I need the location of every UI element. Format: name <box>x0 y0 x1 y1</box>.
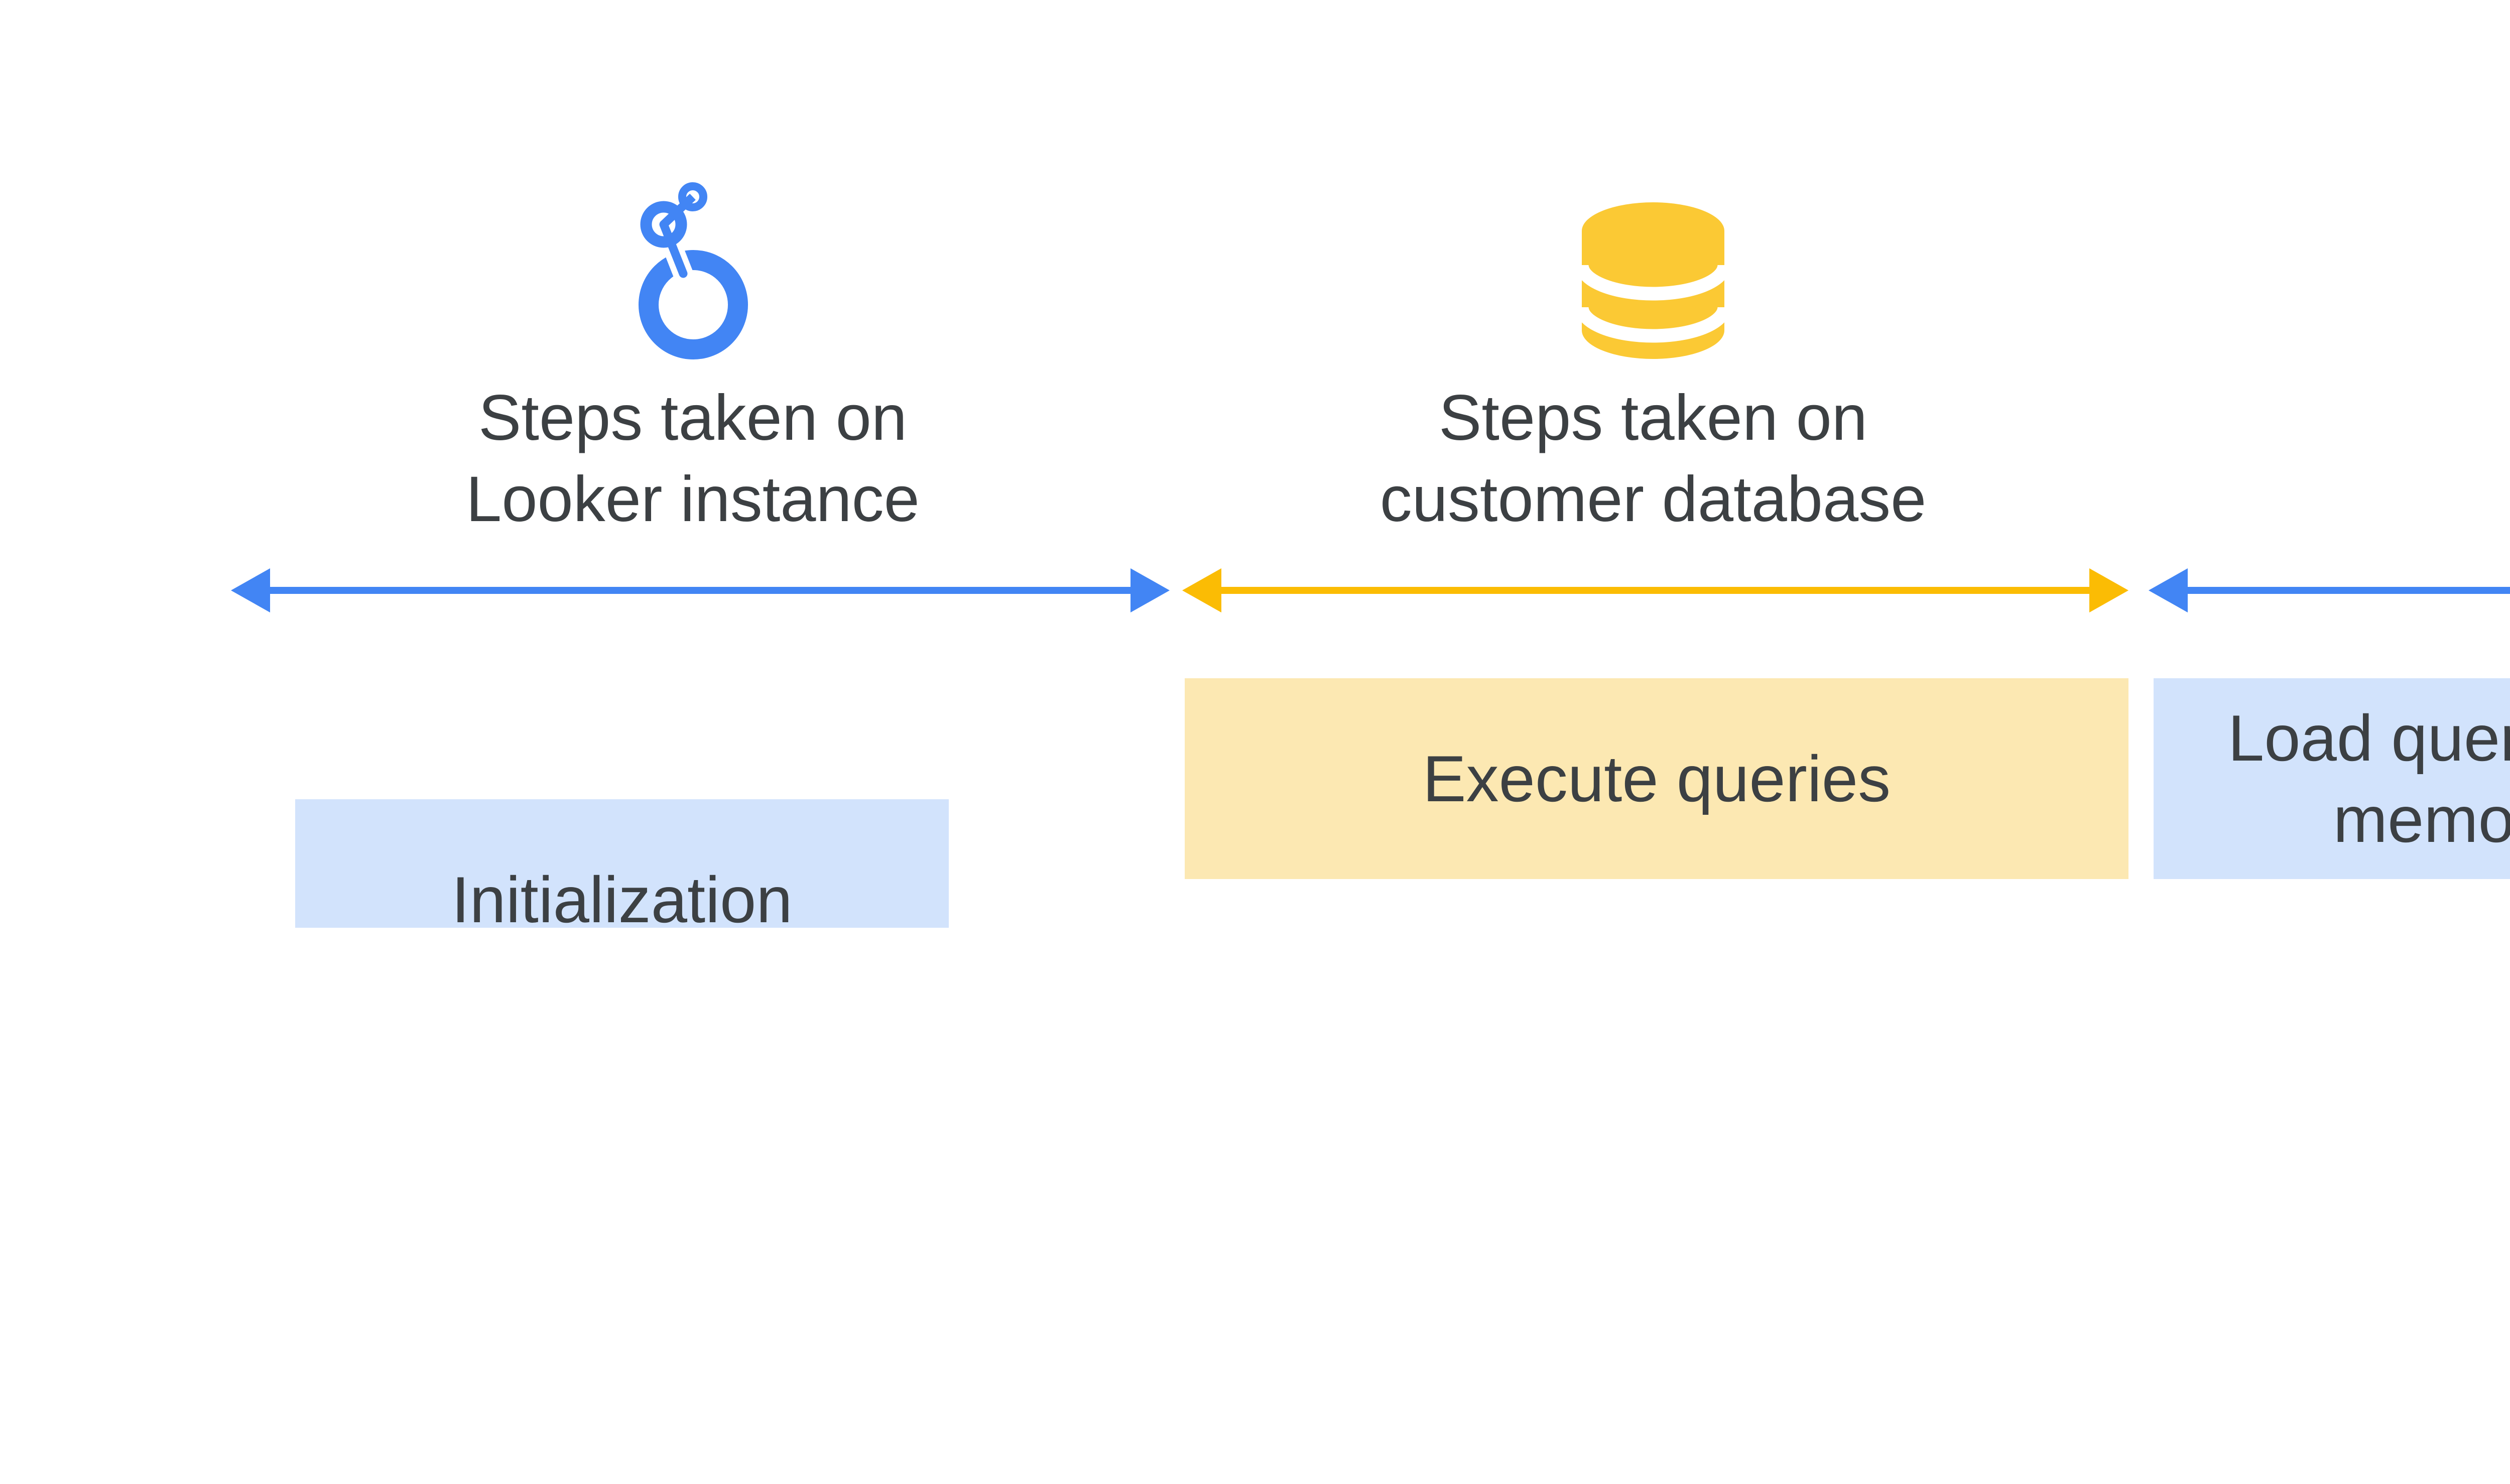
section-label-line: customer database <box>1379 463 1927 535</box>
section-label-customer-database: Steps taken on customer database <box>1201 378 2105 540</box>
arrow-left-head-icon <box>1182 568 1221 612</box>
section-label-line: Steps taken on <box>478 382 907 454</box>
box-label-line: memory <box>2333 783 2510 856</box>
box-label: Execute queries <box>1422 742 1891 815</box>
looker-logo-icon <box>635 182 748 359</box>
span-arrow-customer-database <box>1182 568 2128 612</box>
arrow-shaft <box>270 587 1131 594</box>
box-initialization: Initialization <box>295 799 949 928</box>
span-arrow-looker-left <box>231 568 1170 612</box>
arrow-left-head-icon <box>2149 568 2188 612</box>
span-arrow-looker-right <box>2149 568 2510 612</box>
section-label-line: Steps taken on <box>1439 382 1867 454</box>
box-label: Load queries in memory <box>2228 697 2510 860</box>
diagram-canvas: Steps taken on Looker instance Steps tak… <box>231 182 2510 928</box>
arrow-right-head-icon <box>2089 568 2128 612</box>
arrow-right-head-icon <box>1131 568 1170 612</box>
arrow-shaft <box>1221 587 2089 594</box>
box-label-line: Load queries in <box>2228 701 2510 775</box>
looker-query-lifecycle-diagram: Steps taken on Looker instance Steps tak… <box>231 182 2510 928</box>
box-execute-queries: Execute queries <box>1185 678 2128 879</box>
section-label-looker-instance-left: Steps taken on Looker instance <box>241 378 1145 540</box>
section-label-line: Looker instance <box>466 463 920 535</box>
box-label: Initialization <box>451 863 793 928</box>
arrow-left-head-icon <box>231 568 270 612</box>
arrow-shaft <box>2188 587 2510 594</box>
database-icon <box>1580 202 1726 359</box>
box-load-queries-in-memory: Load queries in memory <box>2154 678 2510 879</box>
